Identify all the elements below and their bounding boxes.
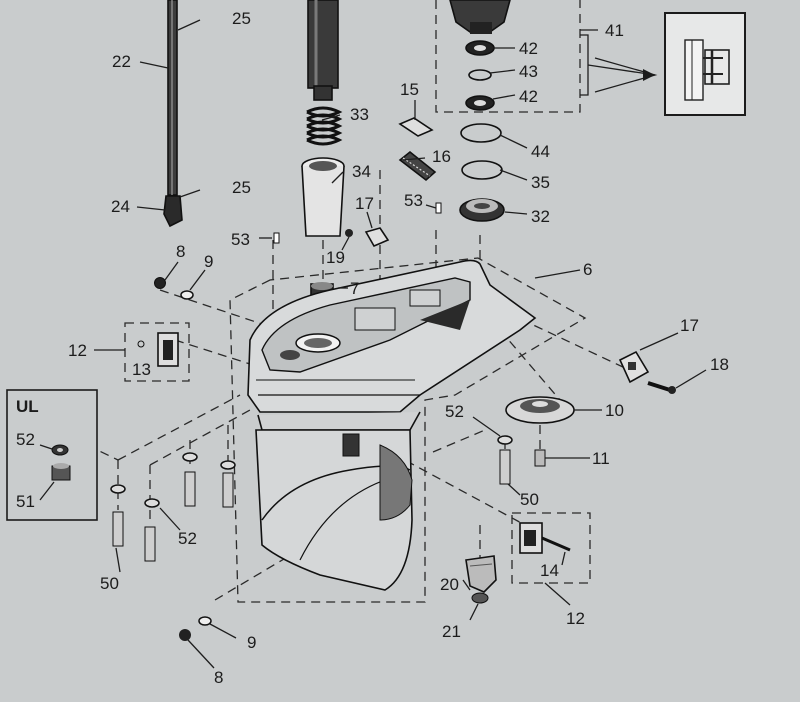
anode-dashed-box-bottom — [511, 512, 591, 584]
key-and-pin — [398, 117, 437, 182]
callout-33: 33 — [350, 105, 369, 124]
callout-8-bottom: 8 — [214, 668, 223, 687]
callout-50-left: 50 — [100, 574, 119, 593]
callout-52-left: 52 — [178, 529, 197, 548]
shift-rod-tip — [163, 195, 183, 228]
callout-52-right: 52 — [445, 402, 464, 421]
callout-32: 32 — [531, 207, 550, 226]
callout-53-left: 53 — [231, 230, 250, 249]
callout-17-right: 17 — [680, 316, 699, 335]
housing-dashed-outline — [229, 257, 587, 603]
callout-12-left: 12 — [68, 341, 87, 360]
callout-9-top: 9 — [204, 252, 213, 271]
callout-25-top: 25 — [232, 9, 251, 28]
callout-17-top: 17 — [355, 194, 374, 213]
spring — [306, 106, 343, 146]
anode-dashed-box-top — [124, 322, 190, 382]
callout-21: 21 — [442, 622, 461, 641]
callout-18: 18 — [710, 355, 729, 374]
callout-13: 13 — [132, 360, 151, 379]
callout-35: 35 — [531, 173, 550, 192]
callout-20: 20 — [440, 575, 459, 594]
ul-box-title: UL — [16, 397, 39, 416]
callout-25-mid: 25 — [232, 178, 251, 197]
drive-shaft — [307, 0, 339, 101]
gear-housing — [247, 259, 537, 591]
callout-8-top: 8 — [176, 242, 185, 261]
callout-53-right: 53 — [404, 191, 423, 210]
callout-7: 7 — [350, 279, 359, 298]
ul-detail-box: UL 52 51 — [6, 389, 98, 521]
callout-34: 34 — [352, 162, 371, 181]
callout-44: 44 — [531, 142, 550, 161]
callout-9-bottom: 9 — [247, 633, 256, 652]
callout-10: 10 — [605, 401, 624, 420]
callout-42-bottom: 42 — [519, 87, 538, 106]
sleeve — [301, 157, 345, 237]
leader-lines — [94, 19, 707, 669]
gear-stack — [449, 0, 511, 222]
callout-numbers: 25 22 33 34 24 25 15 16 41 42 43 42 44 3… — [68, 9, 729, 687]
callout-16: 16 — [432, 147, 451, 166]
ul-box-label-52: 52 — [16, 430, 35, 449]
callout-50-right: 50 — [520, 490, 539, 509]
callout-41: 41 — [605, 21, 624, 40]
callout-19: 19 — [326, 248, 345, 267]
callout-15: 15 — [400, 80, 419, 99]
callout-22: 22 — [112, 52, 131, 71]
ul-box-label-51: 51 — [16, 492, 35, 511]
shift-rod — [163, 0, 183, 228]
callout-43: 43 — [519, 62, 538, 81]
callout-6: 6 — [583, 260, 592, 279]
callout-11: 11 — [592, 449, 610, 468]
callout-24: 24 — [111, 197, 130, 216]
callout-42-top: 42 — [519, 39, 538, 58]
hardware — [110, 202, 676, 641]
callout-14: 14 — [540, 561, 559, 580]
inset-detail-box — [664, 12, 746, 116]
callout-12-bottom: 12 — [566, 609, 585, 628]
gear-stack-dashed-box — [435, 0, 581, 113]
